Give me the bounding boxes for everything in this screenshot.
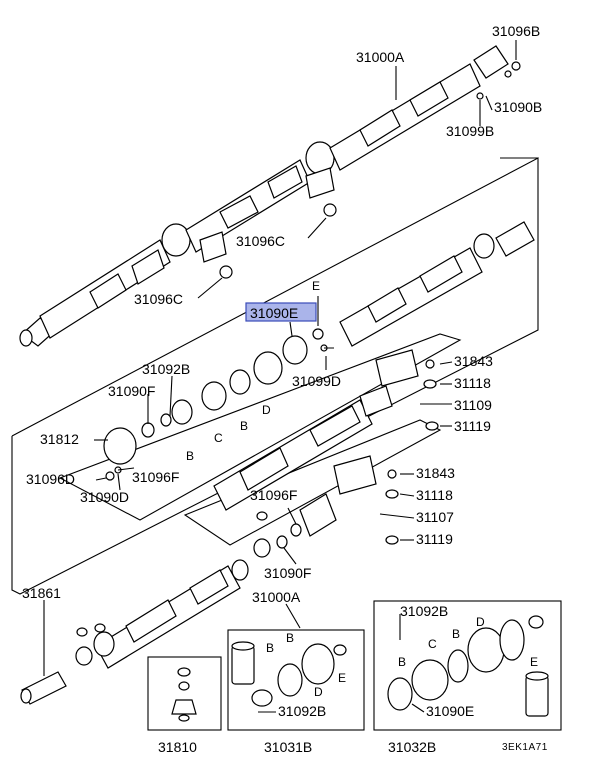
universal-joint-31810 bbox=[171, 667, 197, 722]
frame-31032b bbox=[373, 600, 562, 731]
label-31096c-b: 31096C bbox=[134, 291, 183, 307]
label-d-3: D bbox=[476, 615, 485, 629]
label-31096d: 31096D bbox=[26, 471, 75, 487]
label-31096f-a: 31096F bbox=[132, 469, 179, 485]
flange-yoke bbox=[299, 493, 337, 537]
bolt-31096c-a bbox=[219, 265, 233, 279]
diagram-code: 3EK1A71 bbox=[502, 742, 548, 753]
label-31096b: 31096B bbox=[492, 23, 540, 39]
label-31092b-a: 31092B bbox=[142, 361, 190, 377]
center-bearing-31107 bbox=[333, 455, 377, 495]
label-c-2: C bbox=[428, 637, 437, 651]
label-b-5: B bbox=[398, 655, 406, 669]
label-d-1: D bbox=[262, 403, 271, 417]
label-31090b: 31090B bbox=[494, 99, 542, 115]
yoke-e bbox=[495, 221, 535, 257]
label-c-1: C bbox=[214, 431, 223, 445]
label-31099b: 31099B bbox=[446, 123, 494, 139]
label-31092b-c: 31092B bbox=[400, 603, 448, 619]
label-31090f-b: 31090F bbox=[264, 565, 311, 581]
label-31092b-b: 31092B bbox=[278, 703, 326, 719]
label-31032b: 31032B bbox=[388, 739, 436, 755]
label-31119-b: 31119 bbox=[416, 531, 453, 547]
nut-31096b bbox=[511, 61, 521, 71]
rear-shaft-section bbox=[213, 385, 399, 558]
label-b-3: B bbox=[266, 641, 274, 655]
label-b-2: B bbox=[240, 419, 248, 433]
label-31812: 31812 bbox=[40, 431, 79, 447]
section-frames bbox=[11, 157, 562, 731]
label-b-1: B bbox=[186, 449, 194, 463]
intermediate-shaft bbox=[103, 221, 535, 481]
leader-lines bbox=[43, 40, 517, 713]
label-e-3: E bbox=[530, 655, 538, 669]
flange-31812 bbox=[103, 427, 137, 465]
label-31099d: 31099D bbox=[292, 373, 341, 389]
label-31090f-a: 31090F bbox=[108, 383, 155, 399]
label-31096c-a: 31096C bbox=[236, 233, 285, 249]
label-b-4: B bbox=[286, 631, 294, 645]
label-e-2: E bbox=[338, 671, 346, 685]
label-31031b: 31031B bbox=[264, 739, 312, 755]
label-31090e-highlighted[interactable]: 31090E bbox=[250, 305, 298, 321]
label-d-2: D bbox=[314, 685, 323, 699]
joint-c bbox=[201, 381, 227, 411]
seal-31090e bbox=[282, 335, 308, 365]
label-31861: 31861 bbox=[22, 585, 61, 601]
kit-31031b bbox=[231, 641, 347, 707]
label-31810: 31810 bbox=[158, 739, 197, 755]
label-b-6: B bbox=[452, 627, 460, 641]
highlighted-part-box bbox=[245, 302, 317, 322]
center-bearing-31109 bbox=[375, 349, 419, 387]
frame-31031b bbox=[227, 629, 365, 731]
label-31109: 31109 bbox=[454, 397, 492, 413]
frame-31810 bbox=[147, 656, 222, 731]
boot-d bbox=[253, 351, 283, 385]
label-31119-a: 31119 bbox=[454, 418, 491, 434]
bolt-31096c-b bbox=[323, 203, 337, 217]
label-31107: 31107 bbox=[416, 509, 454, 525]
label-31118-b: 31118 bbox=[416, 487, 453, 503]
label-31090d: 31090D bbox=[80, 489, 129, 505]
front-shaft bbox=[20, 559, 249, 705]
label-31090e-b: 31090E bbox=[426, 703, 474, 719]
label-31000a-mid: 31000A bbox=[252, 589, 301, 605]
label-31843-b: 31843 bbox=[416, 465, 455, 481]
bolt-31099b bbox=[476, 92, 484, 100]
label-31843-a: 31843 bbox=[454, 353, 493, 369]
label-e-top: E bbox=[312, 279, 320, 293]
main-propeller-shaft bbox=[19, 45, 521, 347]
kit-31032b bbox=[387, 615, 549, 717]
label-31096f-b: 31096F bbox=[250, 487, 297, 503]
part-labels: 31096B 31000A 31090B 31099B 31096C 31096… bbox=[22, 23, 548, 755]
label-31000a-top: 31000A bbox=[356, 49, 405, 65]
label-31118-a: 31118 bbox=[454, 375, 491, 391]
snap-ring-e bbox=[312, 328, 324, 340]
